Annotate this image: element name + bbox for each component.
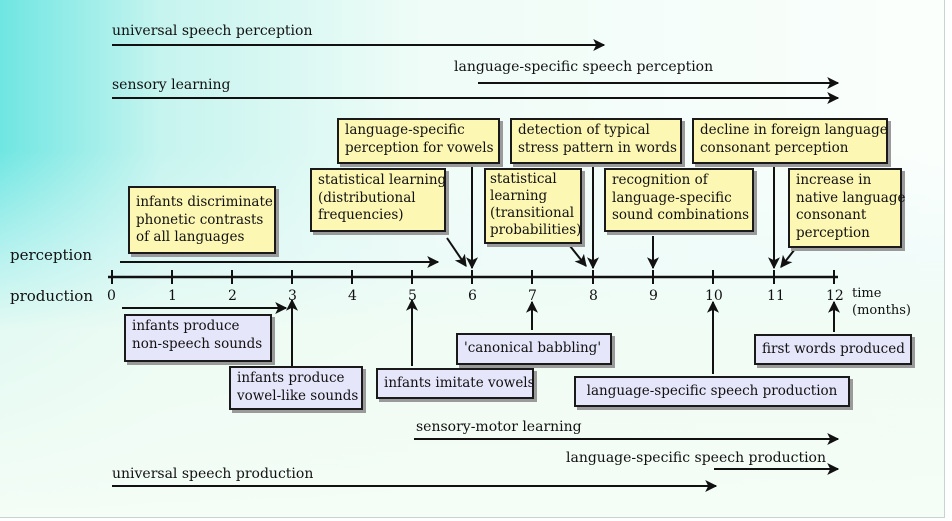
tick-label-1: 1 <box>168 288 177 304</box>
box-first-words: first words produced <box>754 334 912 365</box>
perception-row-label: perception <box>10 246 93 264</box>
language-specific-production-label: language-specific speech production <box>566 450 826 466</box>
tick-label-12: 12 <box>826 288 844 304</box>
tick-label-11: 11 <box>767 288 785 304</box>
tick-label-6: 6 <box>468 288 477 304</box>
sensory-motor-learning-label: sensory-motor learning <box>416 419 582 435</box>
box-vowel-perception: language-specific perception for vowels <box>337 118 500 164</box>
box-statistical-distributional: statistical learning (distributional fre… <box>310 168 446 232</box>
tick-label-3: 3 <box>288 288 297 304</box>
time-unit-label: time <box>852 286 882 301</box>
tick-label-0: 0 <box>107 288 116 304</box>
tick-label-7: 7 <box>528 288 537 304</box>
box-non-speech-sounds: infants produce non-speech sounds <box>124 314 272 362</box>
arrow-increase <box>780 248 796 268</box>
tick-label-8: 8 <box>589 288 598 304</box>
time-unit-months-label: (months) <box>852 303 911 318</box>
box-stress-pattern: detection of typical stress pattern in w… <box>510 118 682 164</box>
box-vowel-like-sounds: infants produce vowel-like sounds <box>229 366 363 410</box>
universal-perception-label: universal speech perception <box>112 23 313 39</box>
arrow-distributional <box>446 237 467 267</box>
box-discriminate-contrasts: infants discriminate phonetic contrasts … <box>128 186 276 254</box>
tick-label-10: 10 <box>705 288 723 304</box>
box-language-specific-production: language-specific speech production <box>574 376 850 407</box>
box-sound-combinations: recognition of language-specific sound c… <box>604 168 754 232</box>
box-foreign-consonant-decline: decline in foreign language consonant pe… <box>692 118 888 164</box>
universal-production-label: universal speech production <box>112 466 314 482</box>
production-row-label: production <box>10 287 93 305</box>
tick-label-5: 5 <box>408 288 417 304</box>
box-canonical-babbling: 'canonical babbling' <box>456 333 612 365</box>
box-statistical-transitional: statistical learning (transitional proba… <box>484 168 582 244</box>
language-specific-perception-label: language-specific speech perception <box>454 59 714 75</box>
tick-label-4: 4 <box>348 288 357 304</box>
tick-label-2: 2 <box>228 288 237 304</box>
tick-label-9: 9 <box>649 288 658 304</box>
box-imitate-vowels: infants imitate vowels <box>376 368 535 399</box>
sensory-learning-label: sensory learning <box>112 77 231 93</box>
box-native-consonant-increase: increase in native language consonant pe… <box>788 168 905 248</box>
arrow-transitional <box>569 245 587 267</box>
